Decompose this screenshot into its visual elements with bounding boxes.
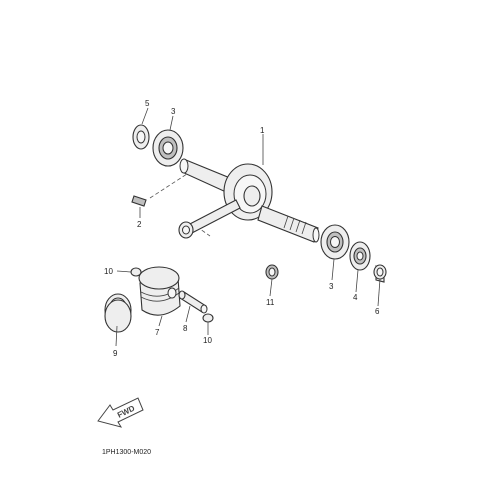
oil-seal-right: [349, 241, 371, 271]
crankshaft-assembly: [179, 158, 320, 243]
callout-piston-pin: 8: [183, 324, 188, 333]
piston-pin: [178, 290, 208, 314]
callout-labels: 1 2 3 3 4 5 6 7 8 9 10 10 11: [104, 99, 380, 358]
bearing-left: [152, 129, 184, 167]
connecting-rod: [178, 199, 241, 239]
small-end-bearing: [265, 264, 279, 280]
piston-ring-set: [104, 293, 132, 333]
piston: [138, 266, 181, 316]
callout-clip-upper: 10: [104, 267, 113, 276]
leader-lines: [115, 107, 381, 347]
callout-small-end-bearing: 11: [266, 298, 275, 307]
forward-arrow-icon: FWD: [97, 397, 144, 428]
callout-piston-ring-set: 9: [113, 349, 118, 358]
diagram-code: 1PH1300-M020: [102, 449, 151, 456]
assembly-line-key: [149, 171, 191, 199]
callout-bearing-right: 3: [329, 282, 334, 291]
callout-oil-seal-left: 5: [145, 99, 150, 108]
callout-crankshaft: 1: [260, 126, 265, 135]
callout-key: 2: [137, 220, 142, 229]
bearing-right: [320, 224, 350, 260]
callout-bearing-left: 3: [171, 107, 176, 116]
piston-pin-clip-lower: [202, 313, 214, 323]
callout-clip-lower: 10: [203, 336, 212, 345]
oil-seal-left: [132, 124, 150, 150]
callout-piston: 7: [155, 328, 160, 337]
callout-oil-seal-right: 4: [353, 293, 358, 302]
collar: [373, 264, 387, 283]
callout-collar: 6: [375, 307, 380, 316]
woodruff-key: [131, 195, 147, 207]
